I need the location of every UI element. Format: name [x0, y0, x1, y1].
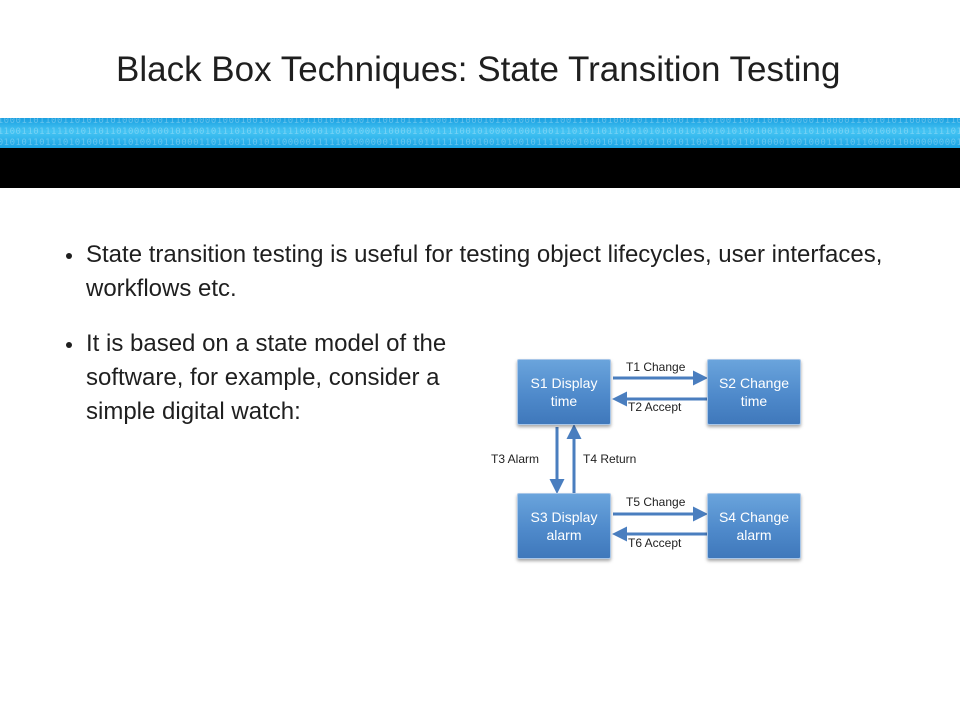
transition-t6-label: T6 Accept: [628, 536, 682, 550]
state-s2-label: S2 Change time: [718, 375, 790, 409]
transition-t1-label: T1 Change: [626, 360, 686, 374]
bullet-item: It is based on a state model of the soft…: [66, 327, 486, 429]
state-s4-label: S4 Change alarm: [718, 509, 790, 543]
binary-pattern: 0011000110110011010101010001000111010000…: [0, 118, 960, 148]
transition-t5-label: T5 Change: [626, 495, 686, 509]
state-s3-node: S3 Display alarm: [517, 493, 611, 559]
state-s1-node: S1 Display time: [517, 359, 611, 425]
transition-t3-label: T3 Alarm: [491, 452, 540, 466]
binary-pattern-band: 0011000110110011010101010001000111010000…: [0, 118, 960, 148]
state-s2-node: S2 Change time: [707, 359, 801, 425]
black-band: [0, 148, 960, 188]
transition-t2-label: T2 Accept: [628, 400, 682, 414]
state-transition-diagram: S1 Display time S2 Change time S3 Displa…: [470, 350, 830, 580]
bullet-list: State transition testing is useful for t…: [66, 238, 886, 429]
state-s3-label: S3 Display alarm: [530, 509, 598, 543]
transition-arrows: [549, 370, 708, 542]
header-band: 0011000110110011010101010001000111010000…: [0, 118, 960, 188]
bullet-item: State transition testing is useful for t…: [66, 238, 886, 306]
state-s1-label: S1 Display time: [530, 375, 598, 409]
transition-t4-label: T4 Return: [583, 452, 637, 466]
slide-title: Black Box Techniques: State Transition T…: [116, 50, 841, 89]
state-s4-node: S4 Change alarm: [707, 493, 801, 559]
